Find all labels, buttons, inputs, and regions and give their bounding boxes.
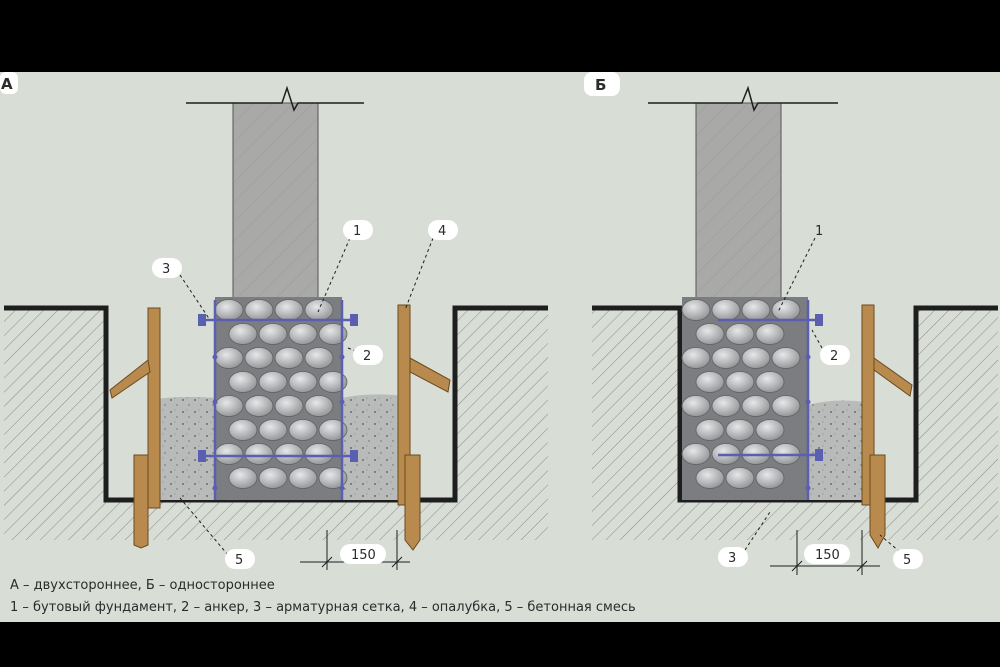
panel-a-callouts: 1 2 3 4 5 150 — [152, 220, 458, 569]
callout-3: 3 — [162, 262, 170, 277]
stone — [741, 299, 771, 321]
callout-2: 2 — [363, 349, 371, 364]
stone — [274, 443, 304, 465]
stone — [681, 395, 711, 417]
callout-4: 4 — [438, 224, 446, 239]
stone — [318, 467, 348, 489]
stone — [695, 467, 725, 489]
panel-a-letter: А — [1, 75, 13, 93]
stone — [755, 467, 785, 489]
callout-1: 1 — [353, 224, 361, 239]
stone — [228, 371, 258, 393]
stone — [274, 347, 304, 369]
callout-3: 3 — [728, 551, 736, 566]
callout-2: 2 — [830, 349, 838, 364]
formwork-left — [109, 307, 161, 549]
stone — [258, 419, 288, 441]
panel-b-callouts: 1 2 3 5 150 — [718, 224, 923, 569]
stone — [304, 395, 334, 417]
stone — [725, 371, 755, 393]
stone — [214, 443, 244, 465]
dimension-label: 150 — [351, 548, 376, 563]
stone — [771, 299, 801, 321]
stone — [695, 323, 725, 345]
panel-b-letter: Б — [595, 76, 606, 94]
formwork-right — [397, 304, 451, 551]
stone — [711, 395, 741, 417]
stone — [771, 347, 801, 369]
stone — [741, 395, 771, 417]
stone — [288, 371, 318, 393]
callout-1: 1 — [815, 224, 823, 239]
stone — [755, 323, 785, 345]
stone — [681, 443, 711, 465]
stone — [725, 467, 755, 489]
legend-line-2: 1 – бутовый фундамент, 2 – анкер, 3 – ар… — [10, 600, 636, 615]
stone — [258, 371, 288, 393]
stone — [214, 347, 244, 369]
stone — [725, 323, 755, 345]
panel-a-badge — [0, 72, 18, 94]
dimension-line — [770, 530, 880, 575]
stone — [258, 323, 288, 345]
panel-a — [4, 85, 548, 570]
stone — [681, 299, 711, 321]
callout-5: 5 — [903, 553, 911, 568]
stone — [288, 323, 318, 345]
stone — [214, 395, 244, 417]
stone — [755, 371, 785, 393]
stone — [274, 395, 304, 417]
stone — [318, 323, 348, 345]
stone — [274, 299, 304, 321]
stone — [244, 443, 274, 465]
stone — [711, 299, 741, 321]
stone — [258, 467, 288, 489]
stone — [318, 371, 348, 393]
dimension-label: 150 — [815, 548, 840, 563]
stone — [318, 419, 348, 441]
stone — [228, 467, 258, 489]
stone — [214, 299, 244, 321]
stone — [711, 347, 741, 369]
callout-5: 5 — [235, 553, 243, 568]
stone — [695, 371, 725, 393]
stone — [304, 443, 334, 465]
panel-b — [592, 85, 998, 575]
stone — [741, 347, 771, 369]
stone — [695, 419, 725, 441]
stone — [771, 395, 801, 417]
stone — [244, 347, 274, 369]
stone — [288, 419, 318, 441]
stone — [304, 347, 334, 369]
stone — [288, 467, 318, 489]
stone — [244, 395, 274, 417]
stone — [681, 347, 711, 369]
formwork-right — [861, 304, 913, 550]
panel-b-badge — [584, 72, 620, 96]
stone — [228, 323, 258, 345]
stone — [244, 299, 274, 321]
stone — [725, 419, 755, 441]
legend-line-1: А – двухстороннее, Б – одностороннее — [10, 578, 275, 593]
stone — [755, 419, 785, 441]
stone — [228, 419, 258, 441]
